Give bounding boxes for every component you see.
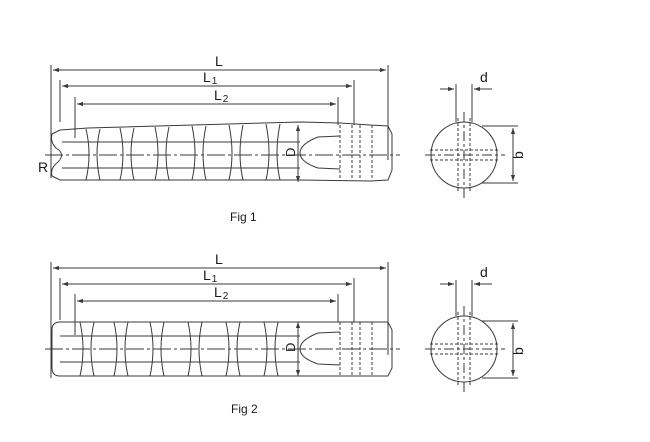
fig1-label-L2: L2 [214, 87, 229, 105]
fig2-label-L2: L2 [214, 284, 229, 302]
fig1-caption: Fig 1 [230, 210, 257, 224]
fig2-drawing [45, 262, 518, 392]
fig1-label-L2-sub: 2 [223, 94, 229, 105]
fig1-label-L1-sub: 1 [212, 76, 218, 87]
fig2-label-D: D [283, 343, 298, 352]
fig1-label-L1: L1 [203, 69, 218, 87]
fig2-label-L2-sub: 2 [223, 291, 229, 302]
fig2-shank-outline [51, 321, 393, 377]
fig1-label-b: b [510, 151, 526, 159]
fig1-r-notch [51, 129, 62, 177]
fig2-caption: Fig 2 [231, 402, 258, 416]
fig2-label-L: L [215, 251, 223, 267]
fig1-label-D: D [283, 148, 298, 157]
fig2-label-b: b [510, 347, 526, 355]
fig1-label-L: L [215, 53, 223, 69]
fig1-drawing [45, 65, 518, 198]
fig2-label-d: d [480, 264, 488, 280]
fig1-label-R: R [38, 159, 48, 175]
fig1-bullet-tip [299, 135, 341, 170]
fig1-ribs [85, 123, 281, 181]
fig1-shank-outline [51, 121, 393, 182]
fig1-label-d: d [480, 69, 488, 85]
fig2-label-L1: L1 [203, 267, 218, 285]
fig2-label-L1-sub: 1 [212, 274, 218, 285]
